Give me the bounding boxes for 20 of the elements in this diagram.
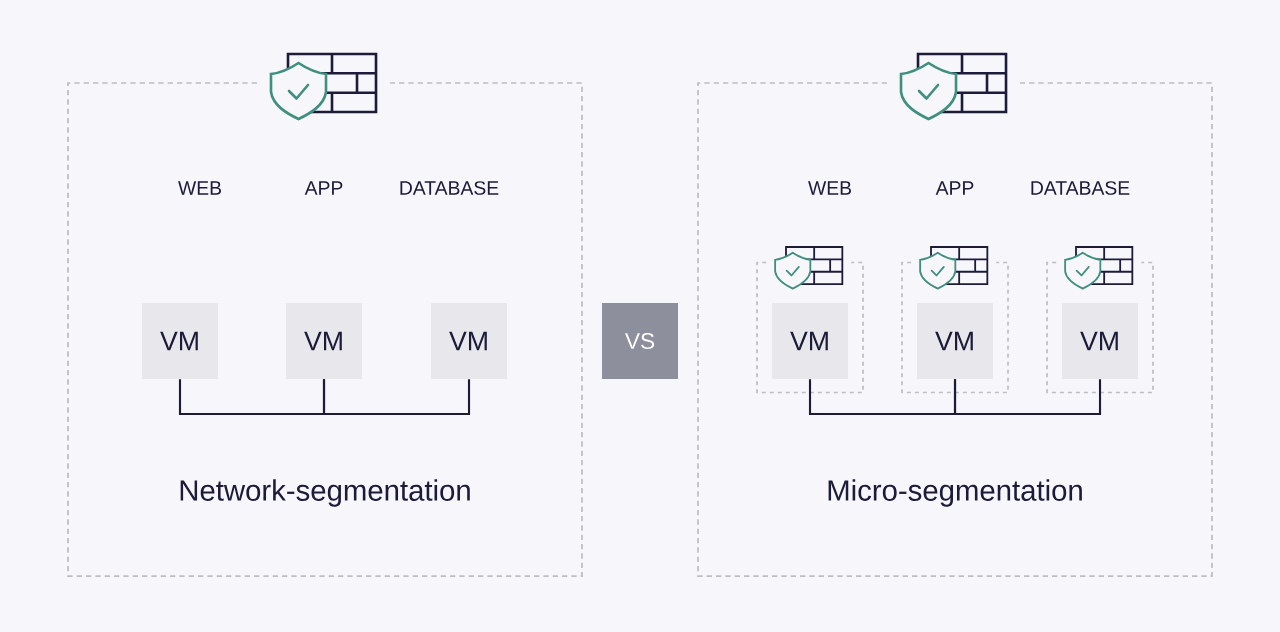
tier-label: DATABASE <box>1031 181 1130 195</box>
tier-label: APP <box>304 181 343 195</box>
tier-label: WEB <box>178 181 221 195</box>
vm-box: VM <box>917 303 993 379</box>
tier-label: APP <box>935 181 974 195</box>
tier-label: WEB <box>808 181 851 195</box>
connector-line <box>808 379 957 416</box>
connector-line <box>178 379 326 416</box>
tier-label: DATABASE <box>400 181 499 195</box>
vm-box: VM <box>286 303 362 379</box>
connector-line <box>322 379 471 416</box>
dashed-box <box>1046 261 1154 394</box>
vm-box: VM <box>142 303 218 379</box>
connector-line <box>953 379 1102 416</box>
dashed-box <box>756 261 864 394</box>
dashed-box <box>901 261 1009 394</box>
vm-box: VM <box>431 303 507 379</box>
vs-box: VS <box>602 303 678 379</box>
vm-box: VM <box>772 303 848 379</box>
vm-box: VM <box>1062 303 1138 379</box>
